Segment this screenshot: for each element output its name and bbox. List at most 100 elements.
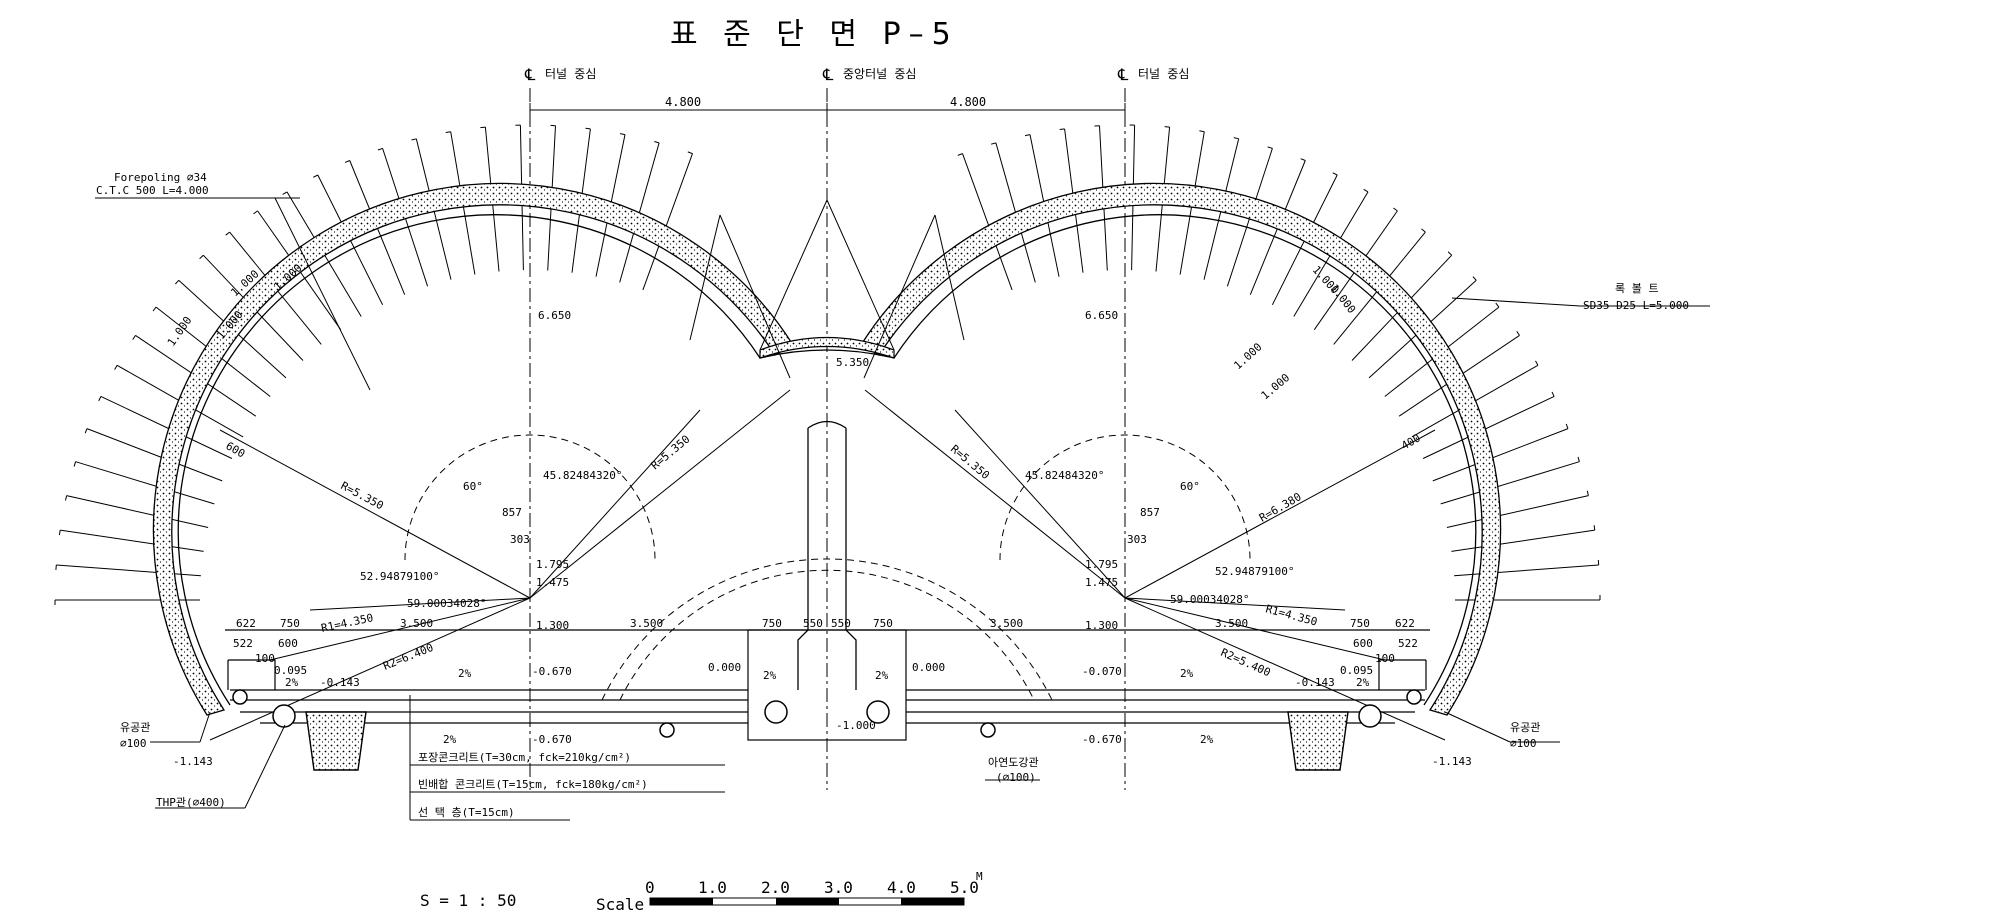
centerline-left: ℄ 터널 중심	[524, 65, 596, 84]
svg-text:℄: ℄	[822, 65, 834, 84]
center-dim-000b: 0.000	[912, 661, 945, 674]
scale-tick-2: 2.0	[761, 878, 790, 897]
right-dim-1143: -1.143	[1432, 755, 1472, 768]
forepoling-hook	[1363, 188, 1369, 193]
forepoling-hook	[1024, 134, 1031, 137]
note-pipe-center-1: 아연도강관	[988, 756, 1039, 769]
forepoling-hook	[445, 131, 451, 133]
forepoling-pipe	[1446, 495, 1589, 528]
svg-text:℄: ℄	[524, 65, 536, 84]
right-dim-3500b: 3.500	[1215, 617, 1248, 630]
left-angle-60: 60°	[463, 480, 483, 493]
scale-bar	[649, 897, 965, 906]
forepoling-hook	[1267, 146, 1273, 149]
left-dim-1475: 1.475	[536, 576, 569, 589]
left-bolt-1: 1.000	[165, 314, 195, 349]
forepoling-hook	[1472, 276, 1477, 281]
centerline-middle: ℄ 중앙터널 중심	[822, 65, 916, 84]
left-dim-143: -0.143	[320, 676, 360, 689]
right-dim-622: 622	[1395, 617, 1415, 630]
forepoling-hook	[1495, 302, 1500, 308]
note-drain-left-1: 유공관	[120, 721, 150, 734]
left-dim-0670a: -0.670	[532, 665, 572, 678]
center-dim-750a: 750	[762, 617, 782, 630]
left-dim-3500b: 3.500	[630, 617, 663, 630]
forepoling-hook	[175, 279, 180, 285]
forepoling-hook	[225, 231, 230, 236]
forepoling-hook	[1300, 158, 1306, 161]
right-radius-r1: R1=4.350	[1264, 602, 1319, 628]
left-slope-1: 2%	[285, 676, 299, 689]
right-angle-60: 60°	[1180, 480, 1200, 493]
forepoling-pipe	[962, 153, 1013, 291]
left-dim-600: 600	[278, 637, 298, 650]
right-dim-095: 0.095	[1340, 664, 1373, 677]
forepoling-hook	[619, 133, 626, 136]
forepoling-hook	[585, 127, 591, 130]
left-dim-522: 522	[233, 637, 253, 650]
forepoling-pipe	[66, 495, 209, 528]
center-slope-a: 2%	[763, 669, 777, 682]
forepoling-pipe	[60, 529, 204, 552]
note-forepoling-1: Forepoling ∅34	[114, 171, 207, 184]
forepoling-pipe	[56, 564, 201, 577]
forepoling-hook	[58, 530, 61, 536]
left-radius-r2: R2=6.400	[381, 641, 435, 673]
left-dim-1300: 1.300	[536, 619, 569, 632]
center-slope-b: 2%	[875, 669, 889, 682]
forepoling-hook	[1393, 207, 1398, 212]
forepoling-hook	[132, 335, 136, 340]
svg-text:℄: ℄	[1117, 65, 1129, 84]
right-radius-r2: R2=5.400	[1219, 646, 1273, 679]
vertical-centerlines	[529, 88, 1126, 790]
forepoling-hook	[84, 428, 88, 434]
forepoling-hook	[1199, 130, 1205, 133]
forepoling-pipe	[75, 461, 215, 505]
forepoling-hook	[98, 396, 102, 402]
right-dim-0670a: -0.070	[1082, 665, 1122, 678]
note-rockbolt-title: 록 볼 트	[1615, 282, 1659, 295]
center-dim-750b: 750	[873, 617, 893, 630]
right-dim-0670b: -0.670	[1082, 733, 1122, 746]
scale-tick-1: 1.0	[698, 878, 727, 897]
centerline-right: ℄ 터널 중심	[1117, 65, 1189, 84]
forepoling-hook	[1586, 490, 1589, 496]
forepoling-hook	[480, 126, 486, 129]
left-angle-b: 52.94879100°	[360, 570, 439, 583]
forepoling-hook	[1059, 128, 1065, 130]
right-slope-1: 2%	[1356, 676, 1370, 689]
right-dim-303: 303	[1127, 533, 1147, 546]
right-dim-1475: 1.475	[1085, 576, 1118, 589]
right-crown-elev: 6.650	[1085, 309, 1118, 322]
forepoling-hook	[1535, 360, 1539, 366]
center-bottom-elev: -1.000	[836, 719, 876, 732]
forepoling-hook	[1421, 228, 1426, 233]
forepoling-hook	[1577, 456, 1580, 462]
right-dim-100: 100	[1375, 652, 1395, 665]
right-dim-857: 857	[1140, 506, 1160, 519]
scale-tick-3: 3.0	[824, 878, 853, 897]
inner-lining	[177, 214, 1477, 706]
forepoling-pipe	[1454, 564, 1599, 577]
left-dim-0670b: -0.670	[532, 733, 572, 746]
note-forepoling-2: C.T.C 500 L=4.000	[96, 184, 209, 197]
left-angle-a: 45.82484320°	[543, 469, 622, 482]
forepoling-hook	[990, 142, 997, 145]
forepoling-hook	[1565, 423, 1569, 429]
forepoling-hook	[654, 141, 660, 144]
svg-text:터널 중심: 터널 중심	[1138, 67, 1189, 81]
scale-tick-5: 5.0	[950, 878, 979, 897]
forepoling-hook	[114, 365, 118, 370]
legend-leaders	[95, 197, 1710, 821]
top-dimension-left: 4.800	[665, 95, 701, 109]
right-dim-522: 522	[1398, 637, 1418, 650]
top-dimension-right: 4.800	[950, 95, 986, 109]
forepoling-hook	[687, 151, 693, 155]
scale-tick-4: 4.0	[887, 878, 916, 897]
right-angle-a: 45.82484320°	[1025, 469, 1104, 482]
note-pipe-center-2: (∅100)	[996, 771, 1036, 784]
center-dim-550b: 550	[831, 617, 851, 630]
forepoling-pipe	[86, 428, 223, 482]
scale-unit: M	[976, 870, 983, 883]
